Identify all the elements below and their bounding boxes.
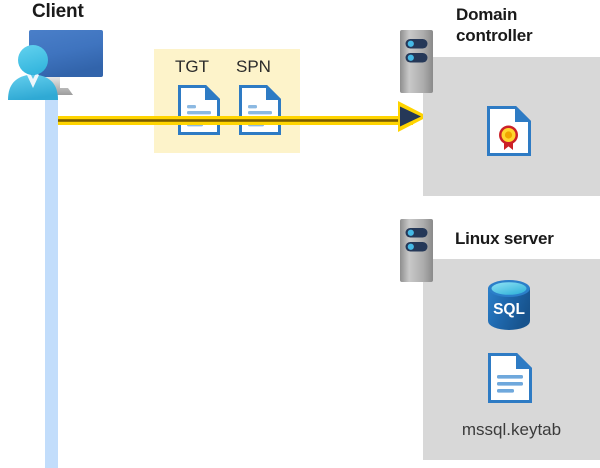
domain-controller-label: Domain controller (456, 4, 596, 46)
keytab-file-label: mssql.keytab (461, 420, 562, 439)
linux-server-label: Linux server (455, 229, 554, 248)
tgt-document-icon (178, 85, 220, 135)
linux-server-rack-icon (400, 219, 433, 282)
domain-controller-server-rack-icon (400, 30, 433, 93)
sql-database-icon: SQL (485, 279, 533, 330)
certificate-document-icon (487, 106, 531, 156)
domain-controller-label-line2: controller (456, 26, 533, 45)
spn-document-icon (239, 85, 281, 135)
keytab-document-icon (488, 353, 532, 403)
tgt-label: TGT (175, 57, 209, 76)
svg-text:SQL: SQL (493, 301, 525, 318)
client-label: Client (32, 1, 84, 22)
client-computer-user-icon (2, 22, 108, 104)
spn-label: SPN (236, 57, 271, 76)
client-lifeline-bar (45, 95, 58, 468)
arrow-right-icon (398, 101, 428, 132)
domain-controller-label-line1: Domain (456, 5, 518, 24)
arrow-line (58, 112, 413, 125)
